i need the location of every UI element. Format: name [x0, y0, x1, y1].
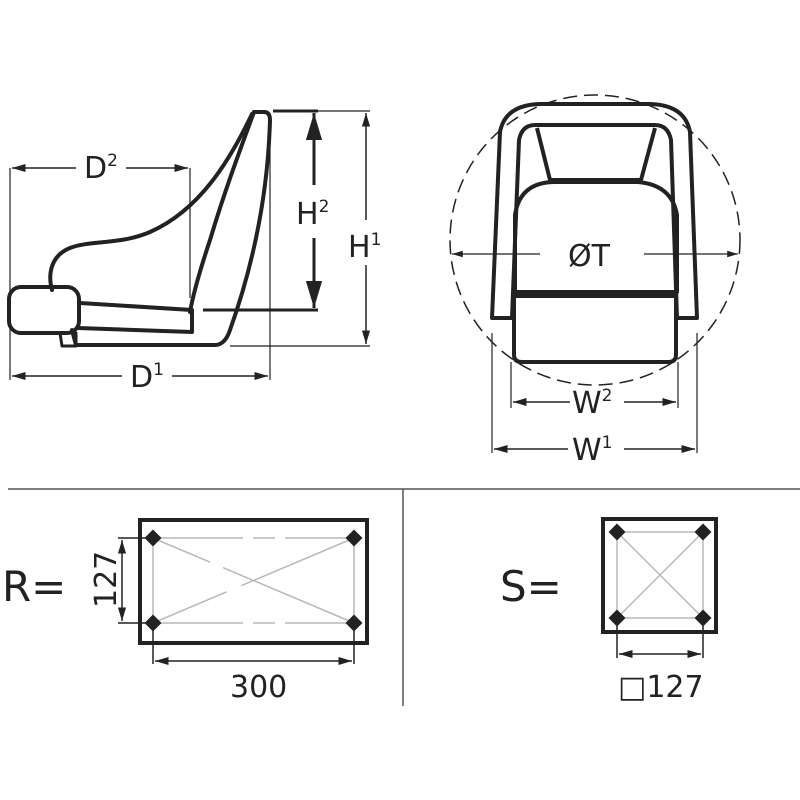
front-dimensions [452, 250, 738, 454]
mount-square-size-label: □127 [618, 670, 704, 705]
swing-circle [449, 94, 741, 386]
square-hole-guides [616, 531, 704, 619]
seat-cushion [76, 301, 194, 334]
foot-post [58, 331, 78, 348]
backrest-inner [188, 110, 256, 314]
front-pad [7, 285, 81, 335]
dim-label-w1: W1 [572, 433, 613, 468]
mount-square-diagram [601, 517, 718, 659]
dim-label-h1: H1 [348, 230, 381, 265]
side-dimensions [9, 109, 371, 381]
mount-square-prefix: S= [500, 562, 562, 611]
back-cushion [513, 180, 679, 294]
dim-label-w2: W2 [572, 386, 613, 421]
armrest-frame [490, 102, 699, 320]
front-view [449, 94, 741, 386]
mount-rect-width-label: 300 [230, 670, 287, 705]
side-view [7, 110, 272, 348]
mount-rect-diagram [117, 518, 369, 666]
mount-rect-prefix: R= [2, 562, 66, 611]
dim-label-swing-diameter: ØT [568, 239, 611, 274]
rect-base-plate [138, 518, 369, 645]
bolster-outline [48, 112, 254, 292]
front-seat-cushion [512, 294, 678, 364]
backrest-outline [70, 110, 272, 347]
square-base-plate [601, 517, 718, 634]
rect-hole-guides [152, 537, 355, 624]
dim-label-h2: H2 [296, 197, 329, 232]
dim-label-d1: D1 [130, 360, 164, 395]
backrest-panel [535, 127, 657, 182]
mount-rect-height-label: 127 [89, 551, 124, 608]
dim-label-d2: D2 [84, 151, 118, 186]
